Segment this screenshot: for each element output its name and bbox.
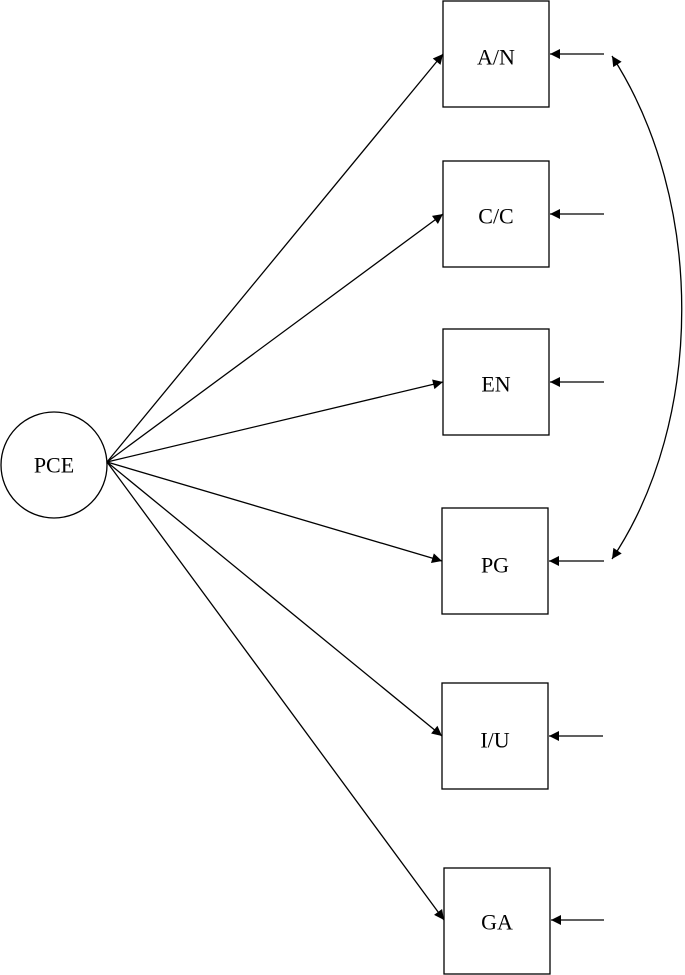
error-arrows (549, 49, 604, 925)
indicator-cc: C/C (442, 160, 550, 268)
indicator-pg: PG (441, 507, 549, 615)
loading-path-an (106, 53, 444, 463)
indicator-label: I/U (480, 728, 509, 753)
indicator-box (442, 328, 550, 436)
indicator-label: A/N (477, 45, 515, 70)
indicator-en: EN (442, 328, 550, 436)
indicator-box (443, 867, 551, 975)
indicator-label: C/C (478, 204, 513, 229)
indicator-label: PG (481, 553, 509, 578)
indicator-box (441, 507, 549, 615)
indicator-box (442, 160, 550, 268)
indicator-label: EN (481, 372, 510, 397)
loading-path-en (106, 379, 444, 463)
loading-path-pg (106, 461, 443, 563)
loading-path-ga (106, 461, 445, 921)
error-covariance-an-pg (611, 55, 683, 560)
loading-path-iu (106, 461, 443, 737)
indicator-an: A/N (442, 0, 550, 108)
latent-circle (0, 411, 108, 519)
indicator-ga: GA (443, 867, 551, 975)
latent-label: PCE (34, 453, 74, 478)
latent-pce: PCE (0, 411, 108, 519)
indicator-box (441, 682, 549, 790)
indicator-box (442, 0, 550, 108)
loading-path-cc (106, 213, 444, 463)
loading-paths (106, 53, 445, 921)
indicator-label: GA (481, 910, 513, 935)
indicator-iu: I/U (441, 682, 549, 790)
